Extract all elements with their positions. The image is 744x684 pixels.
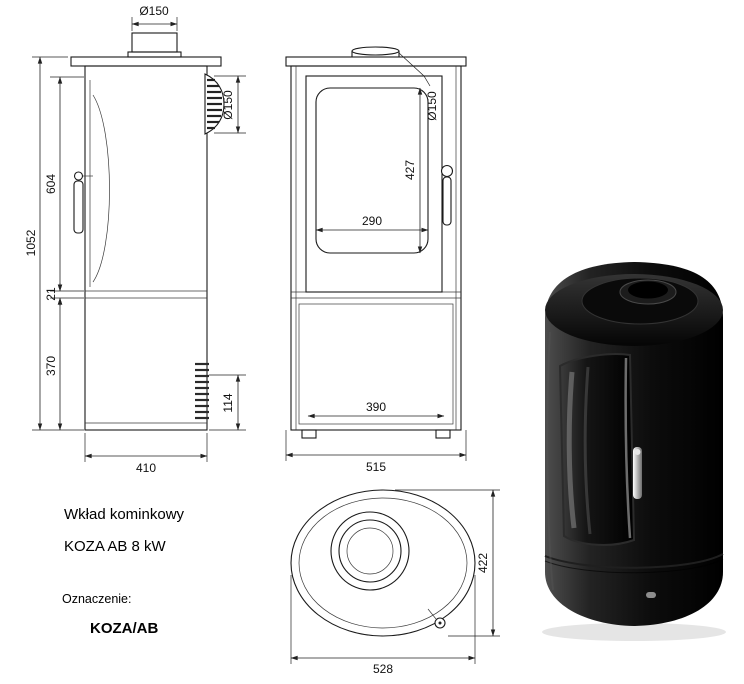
dim-front-glass-width: 290 bbox=[315, 214, 429, 233]
front-left-foot bbox=[301, 429, 317, 439]
dim-label-front-glass-height: 427 bbox=[403, 160, 417, 180]
dim-label-side-depth: 410 bbox=[136, 461, 156, 475]
stove-flue-collar bbox=[619, 279, 677, 305]
top-body-outline bbox=[290, 489, 476, 637]
dim-side-upper-height: 604 bbox=[44, 76, 84, 292]
top-handle-knob bbox=[427, 608, 446, 629]
dim-side-lower-height: 370 bbox=[44, 297, 63, 431]
dim-front-inner-width: 390 bbox=[307, 400, 445, 419]
side-flue-collar bbox=[131, 32, 178, 53]
dim-front-total-width: 515 bbox=[285, 430, 467, 474]
dim-label-top-width: 528 bbox=[373, 662, 393, 676]
stove-glass-door bbox=[558, 353, 636, 546]
front-right-foot bbox=[435, 429, 451, 439]
front-lower-panel bbox=[298, 303, 454, 425]
top-view-drawing: 422 528 bbox=[290, 489, 500, 676]
dim-label-front-inner-width: 390 bbox=[366, 400, 386, 414]
dim-label-top-depth: 422 bbox=[476, 553, 490, 573]
dim-front-glass-height: 427 bbox=[403, 87, 423, 254]
dim-label-side-lower-height: 370 bbox=[44, 356, 58, 376]
dim-label-front-flue: Ø150 bbox=[425, 91, 439, 121]
stove-shadow bbox=[542, 623, 726, 641]
dim-top-depth: 422 bbox=[395, 489, 500, 637]
front-flue-collar bbox=[351, 46, 400, 57]
designation-label: Oznaczenie: bbox=[62, 592, 132, 606]
front-body-outline bbox=[290, 65, 462, 431]
dim-side-gap: 21 bbox=[44, 283, 84, 306]
stove-left-highlight bbox=[546, 331, 554, 591]
dim-label-side-total-height: 1052 bbox=[24, 229, 38, 256]
designation-code: KOZA/AB bbox=[90, 620, 159, 637]
top-body-rim bbox=[298, 497, 468, 629]
side-rear-outlet bbox=[204, 73, 225, 135]
dim-front-flue: Ø150 bbox=[398, 52, 439, 121]
stove-door-handle bbox=[633, 447, 642, 499]
dim-label-front-glass-width: 290 bbox=[362, 214, 382, 228]
dim-side-rear-outlet: Ø150 bbox=[214, 75, 246, 134]
dim-side-flue-top: Ø150 bbox=[131, 4, 178, 31]
stove-product-photo bbox=[542, 262, 726, 641]
dim-label-side-gap: 21 bbox=[44, 287, 58, 301]
dim-top-width: 528 bbox=[290, 575, 476, 676]
side-flue-flange bbox=[127, 51, 182, 58]
dim-label-side-grille-height: 114 bbox=[221, 393, 235, 412]
side-body-outline bbox=[84, 65, 208, 431]
top-flue-circles bbox=[330, 511, 410, 591]
side-rear-grille bbox=[195, 362, 209, 420]
front-door-handle bbox=[440, 164, 454, 226]
dim-label-front-total-width: 515 bbox=[366, 460, 386, 474]
front-view-drawing: Ø150 427 290 390 515 bbox=[285, 46, 467, 474]
side-door-profile bbox=[89, 80, 110, 287]
stove-ash-latch bbox=[646, 592, 656, 598]
dim-side-depth: 410 bbox=[84, 433, 208, 475]
side-top-plate bbox=[70, 56, 222, 67]
product-name-label: KOZA AB 8 kW bbox=[64, 538, 166, 555]
front-door-frame bbox=[305, 75, 443, 293]
side-view-drawing: Ø150 Ø150 1052 604 bbox=[24, 4, 246, 475]
front-top-plate bbox=[285, 56, 467, 67]
product-type-label: Wkład kominkowy bbox=[64, 506, 185, 523]
dim-label-side-rear-outlet: Ø150 bbox=[221, 90, 235, 120]
side-door-handle bbox=[73, 171, 93, 234]
dim-label-side-upper-height: 604 bbox=[44, 174, 58, 194]
front-door-glass bbox=[315, 87, 429, 254]
dim-side-total-height: 1052 bbox=[24, 56, 84, 431]
stove-lower-seam bbox=[544, 553, 724, 574]
dim-label-side-flue-top: Ø150 bbox=[139, 4, 169, 18]
dim-side-grille-height: 114 bbox=[209, 374, 246, 431]
